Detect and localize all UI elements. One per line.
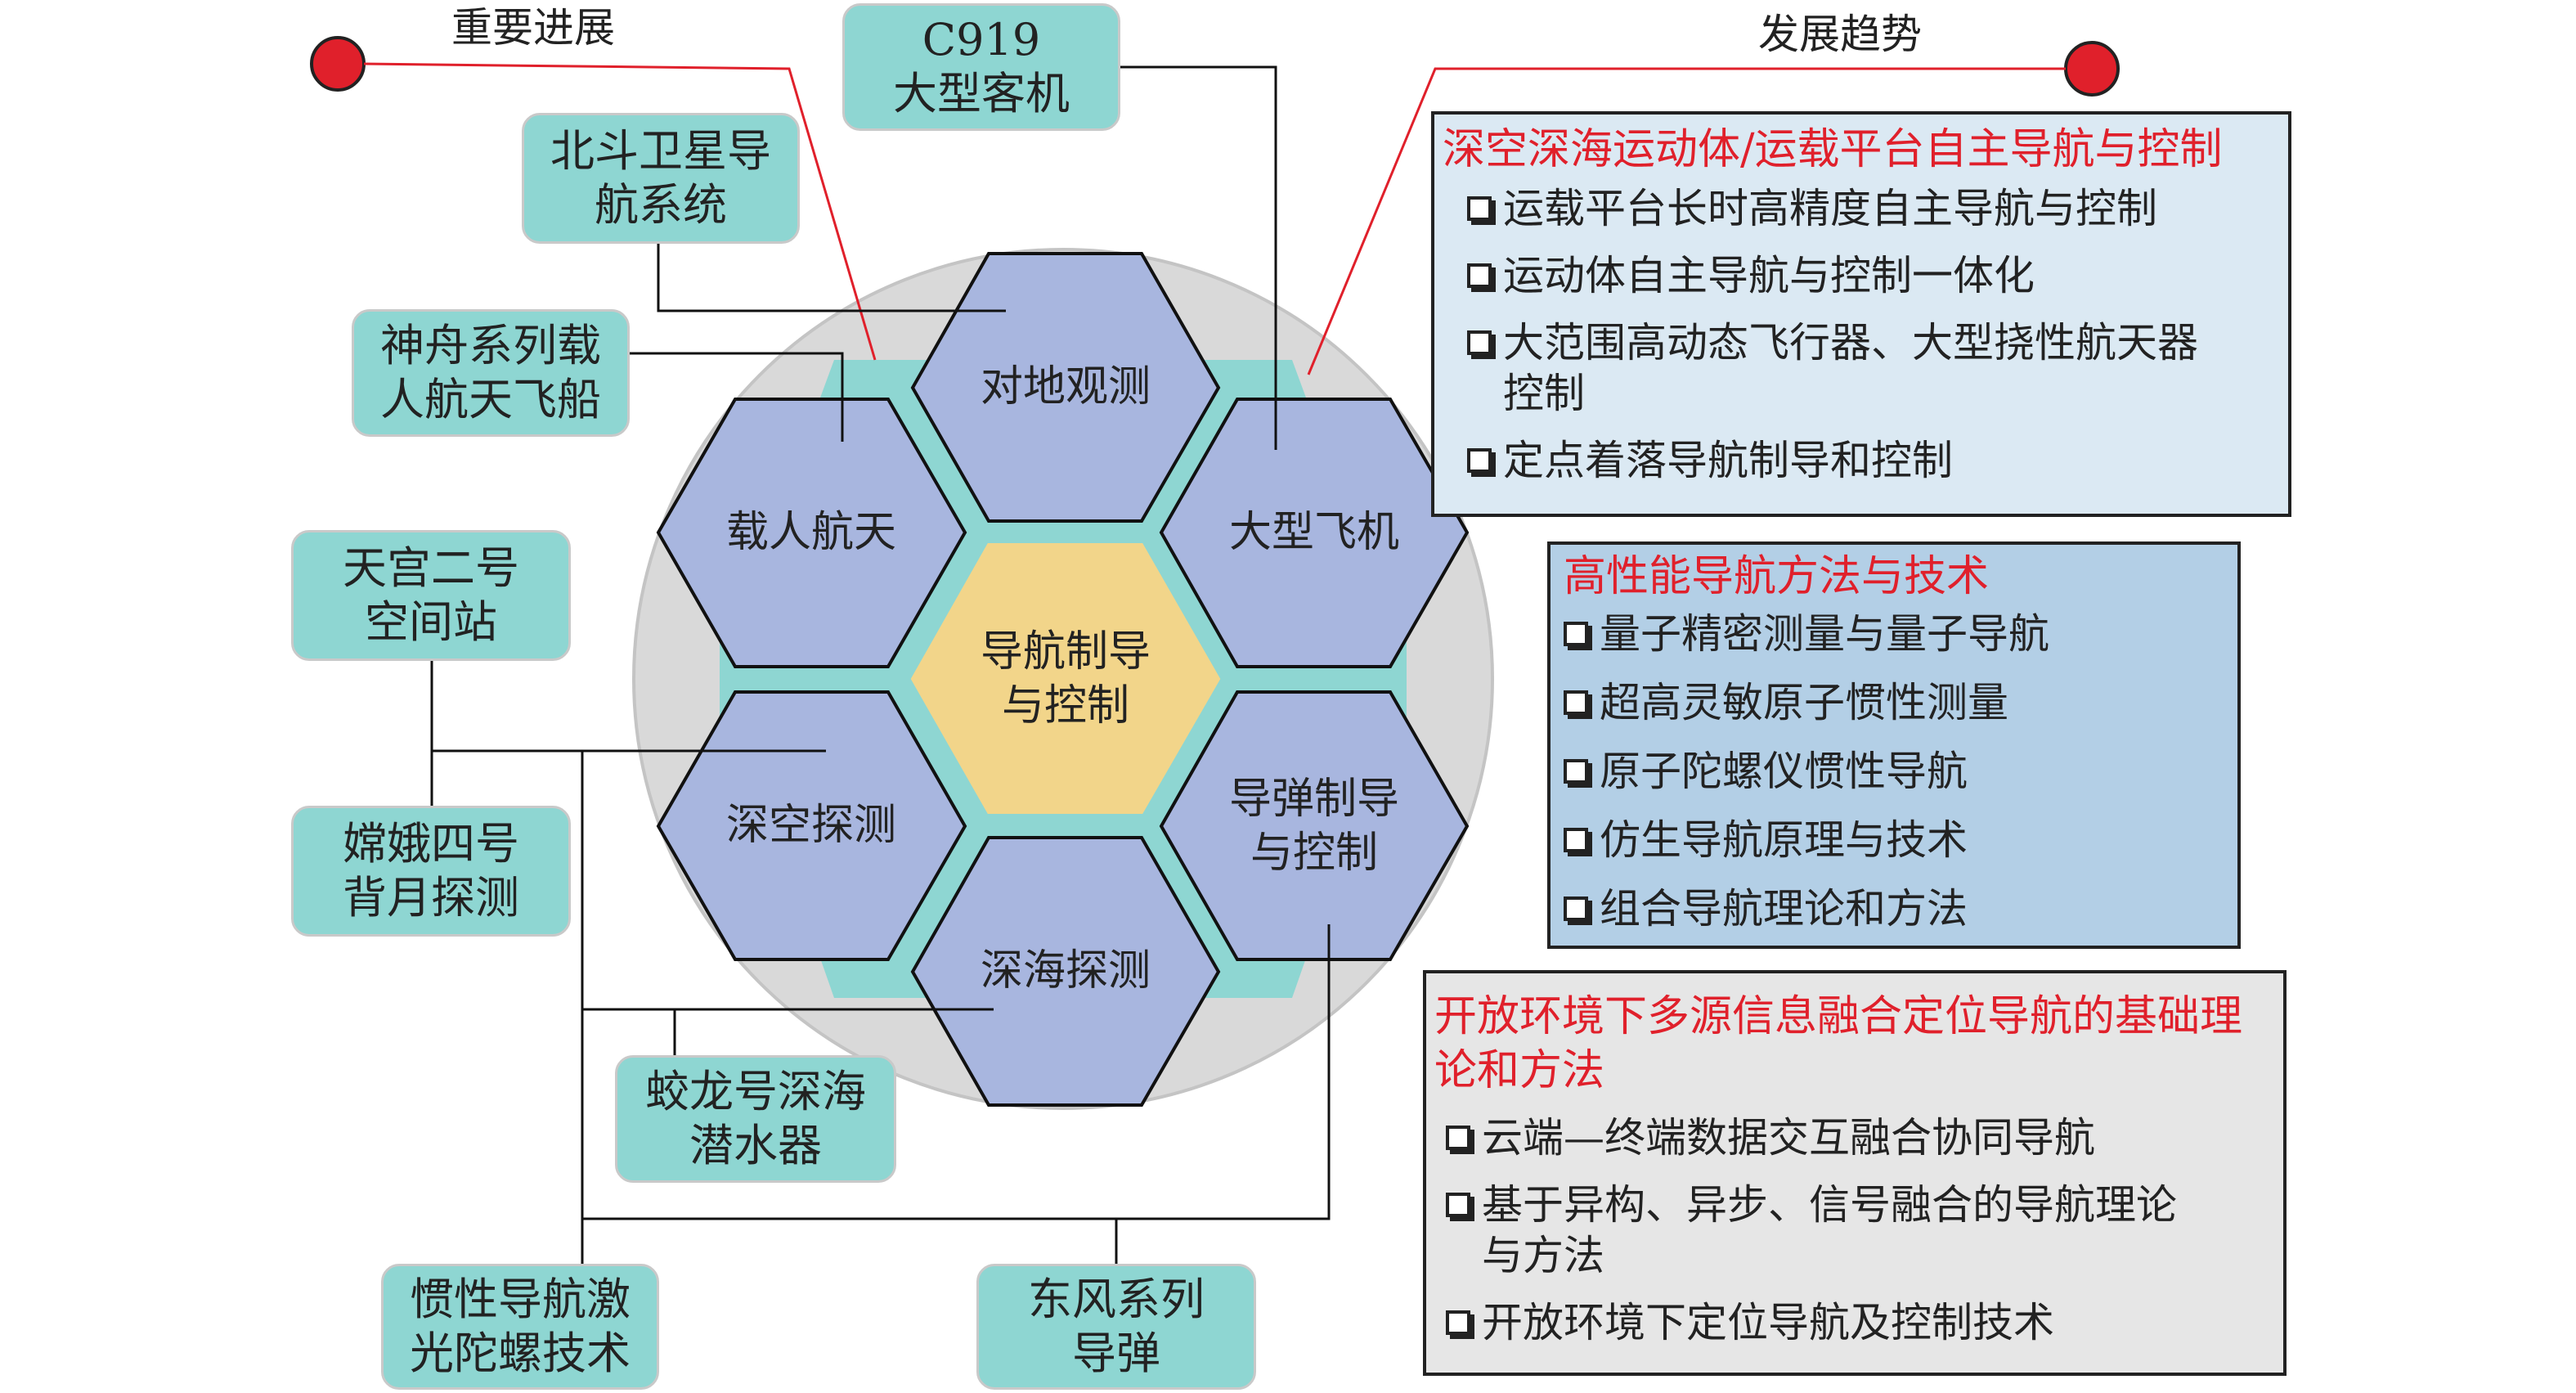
hex-center: [910, 543, 1221, 814]
achievement-dongfeng-line2: 导弹: [1072, 1328, 1160, 1379]
trend-item: 组合导航理论和方法: [1564, 883, 2224, 934]
achievement-dongfeng-line1: 东风系列: [1028, 1274, 1205, 1325]
checkbox-icon: [1564, 828, 1588, 852]
trend-item-text: 组合导航理论和方法: [1600, 885, 1968, 932]
checkbox-icon: [1564, 759, 1588, 784]
connector-beidou: [657, 242, 1006, 312]
red-dot-trend: [2064, 41, 2120, 97]
trend-panel-high-performance: 高性能导航方法与技术 量子精密测量与量子导航 超高灵敏原子惯性测量 原子陀螺仪惯…: [1547, 541, 2241, 949]
trend-panel-multi-source-title: 开放环境下多源信息融合定位导航的基础理论和方法: [1434, 992, 2243, 1095]
trend-item-text: 仿生导航原理与技术: [1600, 816, 1968, 864]
trend-item: 定点着落导航制导和控制: [1467, 435, 2275, 486]
checkbox-icon: [1564, 622, 1588, 646]
trend-item-text: 云端—终端数据交互融合协同导航: [1482, 1114, 2095, 1162]
hex-label-manned-spaceflight: 载人航天: [725, 508, 896, 557]
trend-item-text: 大范围高动态飞行器、大型挠性航天器控制: [1503, 319, 2198, 417]
trend-item-text: 运动体自主导航与控制一体化: [1503, 252, 2035, 299]
trend-item-text: 开放环境下定位导航及控制技术: [1482, 1299, 2054, 1346]
hex-label-deep-space: 深空探测: [725, 801, 896, 850]
trend-item: 运动体自主导航与控制一体化: [1467, 250, 2275, 301]
center-label-line1: 导航制导: [980, 627, 1151, 676]
checkbox-icon: [1446, 1310, 1470, 1335]
achievement-change4-line2: 背月探测: [343, 872, 519, 923]
trend-item: 超高灵敏原子惯性测量: [1564, 677, 2224, 728]
achievement-c919: C919 大型客机: [842, 3, 1120, 131]
trend-item: 原子陀螺仪惯性导航: [1564, 746, 2224, 797]
heading-progress: 重要进展: [451, 4, 615, 52]
achievement-tiangong-line2: 空间站: [365, 596, 497, 648]
achievement-shenzhou: 神舟系列载 人航天飞船: [352, 309, 630, 437]
trend-item: 仿生导航原理与技术: [1564, 815, 2224, 865]
center-label: 导航制导 与控制: [935, 625, 1196, 733]
achievement-shenzhou-line2: 人航天飞船: [380, 374, 601, 425]
hex-label-missile-line2: 与控制: [1250, 829, 1378, 878]
achievement-change4-line1: 嫦娥四号: [343, 818, 519, 870]
red-dot-progress: [310, 36, 366, 92]
center-label-line2: 与控制: [1001, 681, 1129, 730]
trend-item-text: 超高灵敏原子惯性测量: [1600, 679, 2008, 726]
achievement-c919-line2: 大型客机: [893, 68, 1070, 119]
checkbox-icon: [1446, 1126, 1470, 1150]
trend-panel-autonomous-title: 深空深海运动体/运载平台自主导航与控制: [1443, 125, 2223, 174]
heading-trend: 发展趋势: [1758, 11, 1922, 58]
hex-label-deep-sea: 深海探测: [980, 946, 1151, 995]
trend-item-text: 量子精密测量与量子导航: [1600, 610, 2049, 658]
hex-label-earth-observation: 对地观测: [980, 362, 1151, 411]
trend-panel-multi-source: 开放环境下多源信息融合定位导航的基础理论和方法 云端—终端数据交互融合协同导航 …: [1423, 970, 2287, 1376]
checkbox-icon: [1467, 196, 1492, 221]
achievement-laser-gyro-line2: 光陀螺技术: [410, 1328, 631, 1379]
trend-item-text: 原子陀螺仪惯性导航: [1600, 748, 1968, 795]
achievement-jiaolong-line1: 蛟龙号深海: [645, 1066, 866, 1117]
red-line-trend: [1307, 67, 2066, 375]
checkbox-icon: [1446, 1193, 1470, 1217]
trend-item: 云端—终端数据交互融合协同导航: [1446, 1112, 2270, 1163]
achievement-laser-gyro: 惯性导航激 光陀螺技术: [381, 1264, 659, 1390]
trend-item: 开放环境下定位导航及控制技术: [1446, 1297, 2270, 1348]
achievement-change4: 嫦娥四号 背月探测: [291, 806, 571, 937]
trend-item: 运载平台长时高精度自主导航与控制: [1467, 183, 2275, 234]
achievement-laser-gyro-line1: 惯性导航激: [410, 1274, 631, 1325]
achievement-jiaolong-line2: 潜水器: [689, 1120, 822, 1171]
checkbox-icon: [1467, 448, 1492, 473]
achievement-jiaolong: 蛟龙号深海 潜水器: [615, 1055, 896, 1183]
trend-item-text: 定点着落导航制导和控制: [1503, 437, 1953, 484]
red-line-progress: [363, 62, 877, 361]
trend-panel-high-performance-title: 高性能导航方法与技术: [1564, 552, 1990, 601]
connector-missile: [582, 924, 1331, 1220]
trend-item: 量子精密测量与量子导航: [1564, 609, 2224, 659]
hex-manned-spaceflight: [656, 398, 967, 668]
achievement-tiangong: 天宫二号 空间站: [291, 530, 571, 661]
achievement-shenzhou-line1: 神舟系列载: [380, 320, 601, 371]
achievement-beidou-line1: 北斗卫星导: [550, 125, 771, 177]
achievement-c919-line1: C919: [922, 14, 1041, 65]
trend-item: 基于异构、异步、信号融合的导航理论与方法: [1446, 1180, 2182, 1281]
hex-earth-observation: [910, 252, 1221, 523]
trend-item-text: 基于异构、异步、信号融合的导航理论与方法: [1482, 1181, 2177, 1279]
hex-large-aircraft: [1159, 398, 1470, 668]
achievement-dongfeng: 东风系列 导弹: [976, 1264, 1256, 1390]
connector-c919: [1117, 65, 1277, 450]
trend-item-text: 运载平台长时高精度自主导航与控制: [1503, 185, 2157, 232]
hex-label-missile-line1: 导弹制导: [1228, 775, 1399, 824]
hex-missile-guidance: [1159, 690, 1470, 961]
checkbox-icon: [1467, 330, 1492, 355]
checkbox-icon: [1564, 690, 1588, 715]
hex-deep-sea: [910, 836, 1221, 1107]
hex-deep-space: [656, 690, 967, 961]
achievement-beidou-line2: 航系统: [595, 179, 727, 231]
trend-item: 大范围高动态飞行器、大型挠性航天器控制: [1467, 317, 2219, 419]
checkbox-icon: [1564, 896, 1588, 921]
connector-shenzhou: [630, 352, 844, 442]
checkbox-icon: [1467, 263, 1492, 288]
trend-panel-autonomous: 深空深海运动体/运载平台自主导航与控制 运载平台长时高精度自主导航与控制 运动体…: [1431, 111, 2291, 517]
hex-label-missile-guidance: 导弹制导 与控制: [1183, 772, 1445, 880]
hex-label-large-aircraft: 大型飞机: [1228, 508, 1399, 557]
achievement-beidou: 北斗卫星导 航系统: [522, 113, 800, 244]
achievement-tiangong-line1: 天宫二号: [343, 542, 519, 594]
